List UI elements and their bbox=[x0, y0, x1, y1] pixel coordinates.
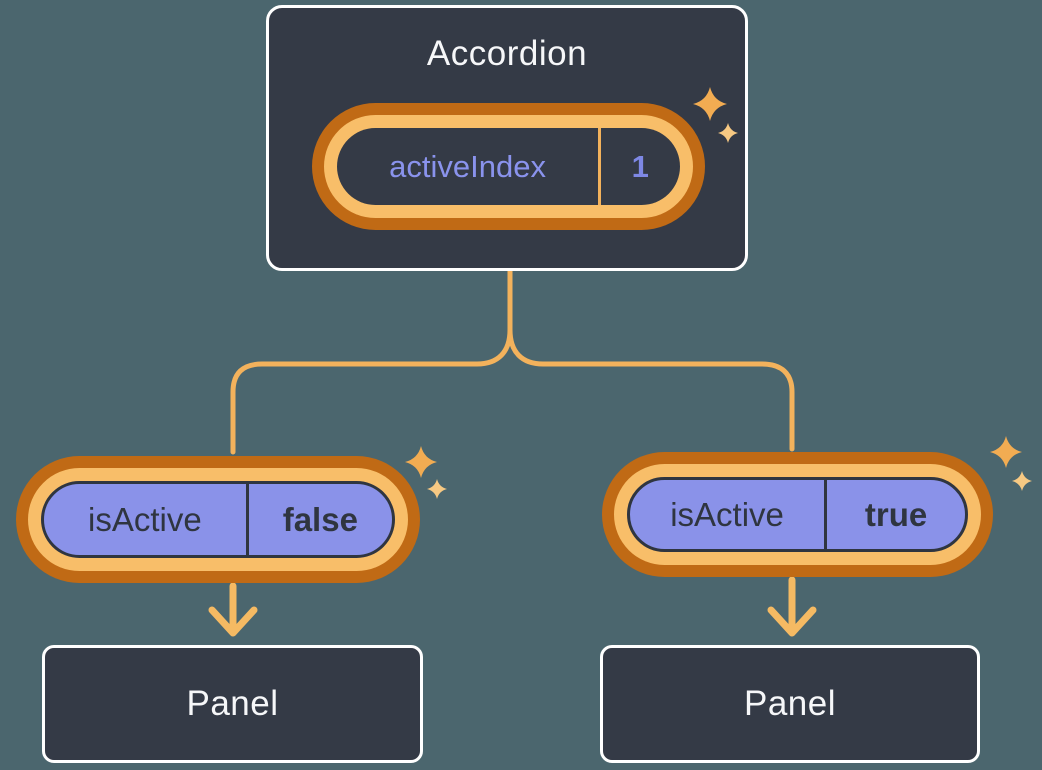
state-pill-divider bbox=[598, 128, 601, 205]
panel-node-right: Panel bbox=[600, 645, 980, 763]
connector-branch-left bbox=[230, 327, 513, 455]
prop-pill-right-divider bbox=[824, 480, 828, 549]
prop-pill-right-outer-ring: isActive true bbox=[602, 452, 993, 577]
panel-title-left: Panel bbox=[186, 684, 279, 723]
prop-pill-right-inner-ring: isActive true bbox=[614, 464, 981, 565]
prop-value-left: false bbox=[282, 500, 358, 538]
prop-pill-left: isActive false bbox=[16, 456, 420, 583]
prop-name-right: isActive bbox=[670, 495, 784, 533]
prop-pill-left-body: isActive false bbox=[41, 481, 395, 558]
arrow-down-right-icon bbox=[767, 576, 817, 637]
state-pill-inner-ring: activeIndex 1 bbox=[324, 115, 693, 218]
connector-branch-right bbox=[507, 327, 795, 452]
prop-pill-left-inner-ring: isActive false bbox=[28, 468, 408, 571]
state-pill: activeIndex 1 bbox=[312, 103, 705, 230]
prop-pill-right: isActive true bbox=[602, 452, 993, 577]
prop-pill-right-body: isActive true bbox=[627, 477, 968, 552]
state-pill-body: activeIndex 1 bbox=[337, 128, 680, 205]
state-pill-outer-ring: activeIndex 1 bbox=[312, 103, 705, 230]
panel-node-left: Panel bbox=[42, 645, 423, 763]
arrow-down-left-icon bbox=[208, 582, 258, 637]
panel-title-right: Panel bbox=[743, 684, 837, 723]
prop-name-left: isActive bbox=[87, 500, 202, 538]
prop-pill-left-outer-ring: isActive false bbox=[16, 456, 420, 583]
state-name: activeIndex bbox=[389, 148, 546, 184]
prop-pill-left-divider bbox=[245, 484, 249, 555]
state-value: 1 bbox=[631, 148, 649, 184]
prop-value-right: true bbox=[864, 495, 928, 533]
accordion-node: Accordion activeIndex 1 bbox=[266, 5, 748, 271]
accordion-title: Accordion bbox=[426, 34, 588, 73]
